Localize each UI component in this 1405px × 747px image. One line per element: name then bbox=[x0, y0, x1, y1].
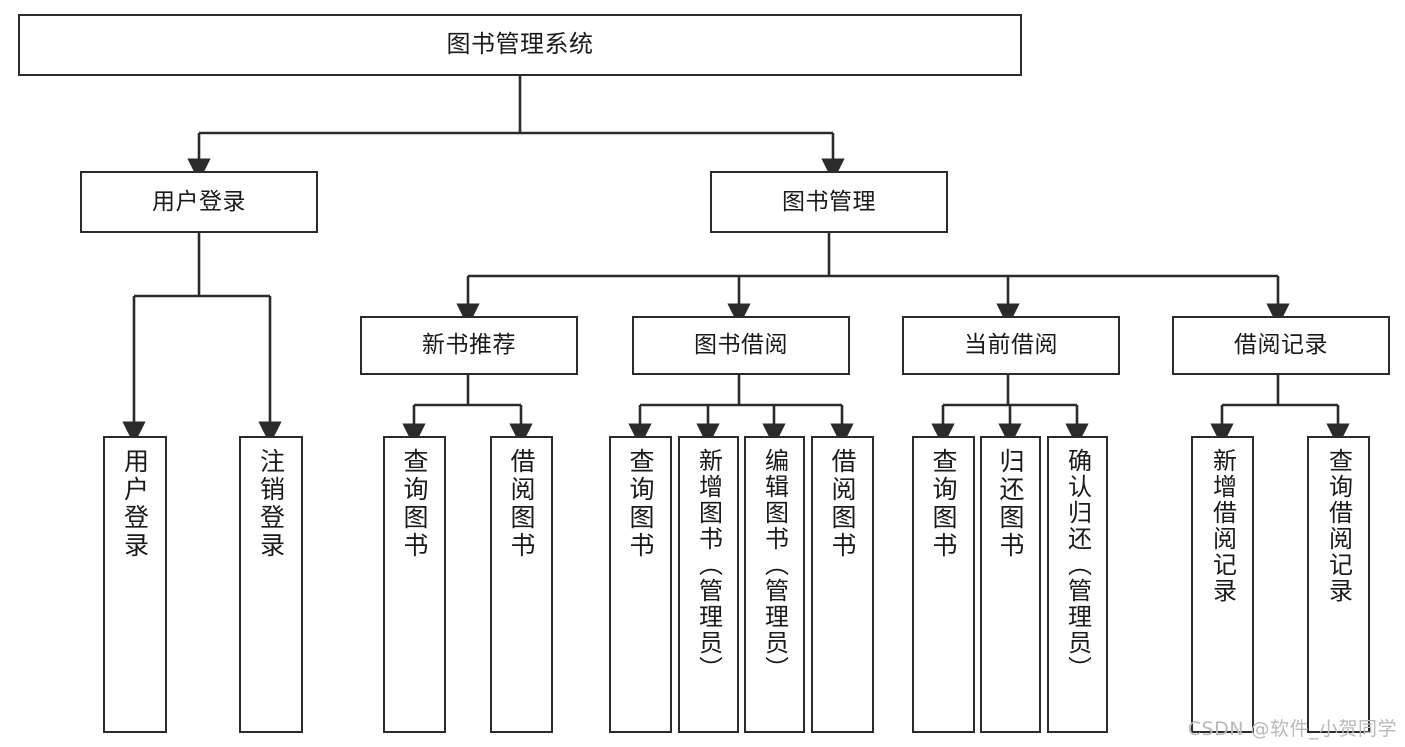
node-label: 归还图书 bbox=[996, 448, 1025, 560]
node-label: 借阅图书 bbox=[828, 448, 857, 560]
leaf-borrow-book-new-rec[interactable]: 借阅图书 bbox=[490, 436, 553, 733]
node-label: 查询图书 bbox=[400, 448, 429, 560]
node-label: 当前借阅 bbox=[964, 332, 1058, 359]
node-user-login[interactable]: 用户登录 bbox=[80, 171, 318, 233]
leaf-query-book-borrow[interactable]: 查询图书 bbox=[609, 436, 672, 733]
node-borrowing-record[interactable]: 借阅记录 bbox=[1172, 316, 1390, 375]
node-label: 新增借阅记录 bbox=[1208, 448, 1237, 604]
leaf-confirm-return-admin[interactable]: 确认归还（管理员） bbox=[1047, 436, 1108, 733]
leaf-user-login[interactable]: 用户登录 bbox=[103, 436, 167, 733]
node-label: 确认归还（管理员） bbox=[1063, 448, 1092, 682]
leaf-add-borrow-record[interactable]: 新增借阅记录 bbox=[1191, 436, 1254, 733]
leaf-add-book-admin[interactable]: 新增图书（管理员） bbox=[678, 436, 739, 733]
node-label: 借阅记录 bbox=[1234, 332, 1328, 359]
csdn-watermark: CSDN @软件_小贺同学 bbox=[1187, 718, 1397, 740]
node-label: 查询借阅记录 bbox=[1324, 448, 1353, 604]
leaf-edit-book-admin[interactable]: 编辑图书（管理员） bbox=[744, 436, 805, 733]
node-label: 图书管理 bbox=[782, 188, 876, 215]
leaf-borrow-book-borrow[interactable]: 借阅图书 bbox=[811, 436, 874, 733]
leaf-query-book-current[interactable]: 查询图书 bbox=[912, 436, 975, 733]
node-label: 图书管理系统 bbox=[446, 30, 594, 59]
node-label: 注销登录 bbox=[256, 448, 286, 560]
node-label: 新增图书（管理员） bbox=[694, 448, 723, 682]
node-new-book-recommendation[interactable]: 新书推荐 bbox=[360, 316, 578, 375]
node-label: 图书借阅 bbox=[694, 332, 788, 359]
node-label: 借阅图书 bbox=[507, 448, 536, 560]
node-label: 用户登录 bbox=[120, 448, 150, 560]
node-root-book-management-system[interactable]: 图书管理系统 bbox=[18, 14, 1022, 76]
node-current-borrowing[interactable]: 当前借阅 bbox=[902, 316, 1120, 375]
node-label: 查询图书 bbox=[626, 448, 655, 560]
node-book-management[interactable]: 图书管理 bbox=[710, 171, 948, 233]
leaf-query-book-new-rec[interactable]: 查询图书 bbox=[383, 436, 446, 733]
node-book-borrowing[interactable]: 图书借阅 bbox=[632, 316, 850, 375]
node-label: 查询图书 bbox=[929, 448, 958, 560]
node-label: 编辑图书（管理员） bbox=[760, 448, 789, 682]
leaf-return-book[interactable]: 归还图书 bbox=[980, 436, 1041, 733]
leaf-query-borrow-record[interactable]: 查询借阅记录 bbox=[1307, 436, 1370, 733]
leaf-logout[interactable]: 注销登录 bbox=[239, 436, 303, 733]
node-label: 用户登录 bbox=[152, 188, 246, 215]
node-label: 新书推荐 bbox=[422, 332, 516, 359]
